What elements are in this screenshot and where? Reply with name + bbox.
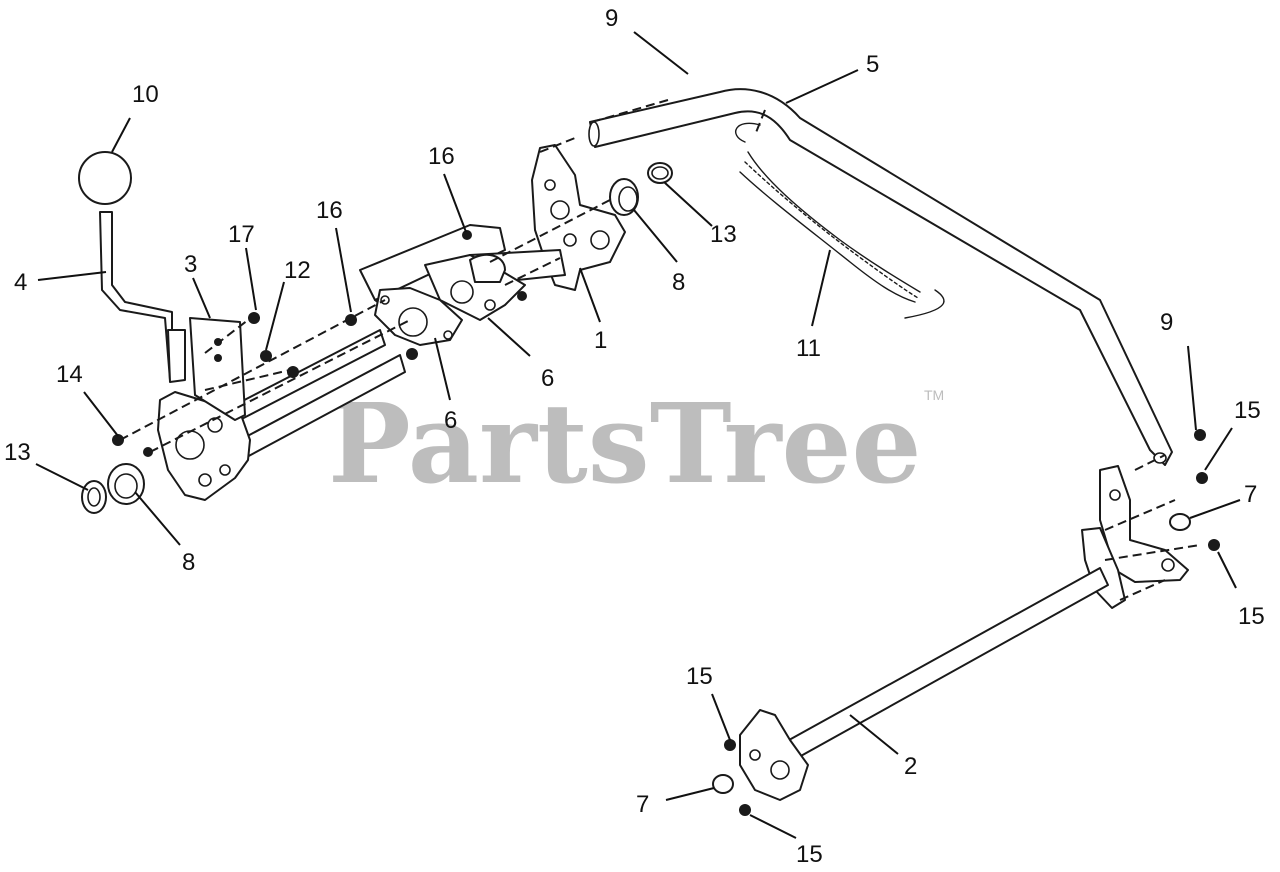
callout-labels: 9 5 10 16 13 16 17 3 12 8 4 11 1 6 14 6 … (4, 5, 1265, 868)
shift-lever-assembly (78, 151, 299, 421)
left-plate (112, 391, 251, 501)
leader-lines (35, 31, 1241, 839)
callout-1: 1 (594, 327, 607, 354)
callout-5: 5 (866, 51, 879, 78)
watermark-brand: PartsTree (328, 379, 922, 508)
callout-3: 3 (184, 251, 197, 278)
callout-4: 4 (14, 269, 27, 296)
callout-13-upper: 13 (710, 221, 737, 248)
callout-7-right: 7 (1244, 481, 1257, 508)
callout-14: 14 (56, 361, 83, 388)
right-bracket (1081, 429, 1220, 609)
callout-16-left: 16 (316, 197, 343, 224)
cross-shaft (779, 567, 1109, 763)
spring (735, 122, 945, 319)
callout-8-lower: 8 (182, 549, 195, 576)
callout-15-lower-top: 15 (686, 663, 713, 690)
callout-11: 11 (796, 335, 821, 362)
callout-2: 2 (904, 753, 917, 780)
upper-shaft-assembly (345, 224, 566, 360)
callout-12: 12 (284, 257, 311, 284)
callout-9-right: 9 (1160, 309, 1173, 336)
bushing-lower (81, 463, 145, 514)
watermark-trademark: TM (924, 387, 944, 403)
callout-17: 17 (228, 221, 255, 248)
callout-15-bottom: 15 (796, 841, 823, 868)
watermark: PartsTree TM (328, 379, 944, 508)
callout-6-left: 6 (444, 407, 457, 434)
callout-13-lower: 13 (4, 439, 31, 466)
callout-7-lower: 7 (636, 791, 649, 818)
callout-8-upper: 8 (672, 269, 685, 296)
bushing-upper (609, 162, 673, 216)
lower-bracket (712, 709, 809, 816)
callout-10: 10 (132, 81, 159, 108)
alignment-lines (119, 99, 1201, 601)
callout-6-right: 6 (541, 365, 554, 392)
callout-9-top: 9 (605, 5, 618, 32)
callout-16-right: 16 (428, 143, 455, 170)
callout-15-upper-right: 15 (1234, 397, 1261, 424)
callout-15-lower-right: 15 (1238, 603, 1265, 630)
